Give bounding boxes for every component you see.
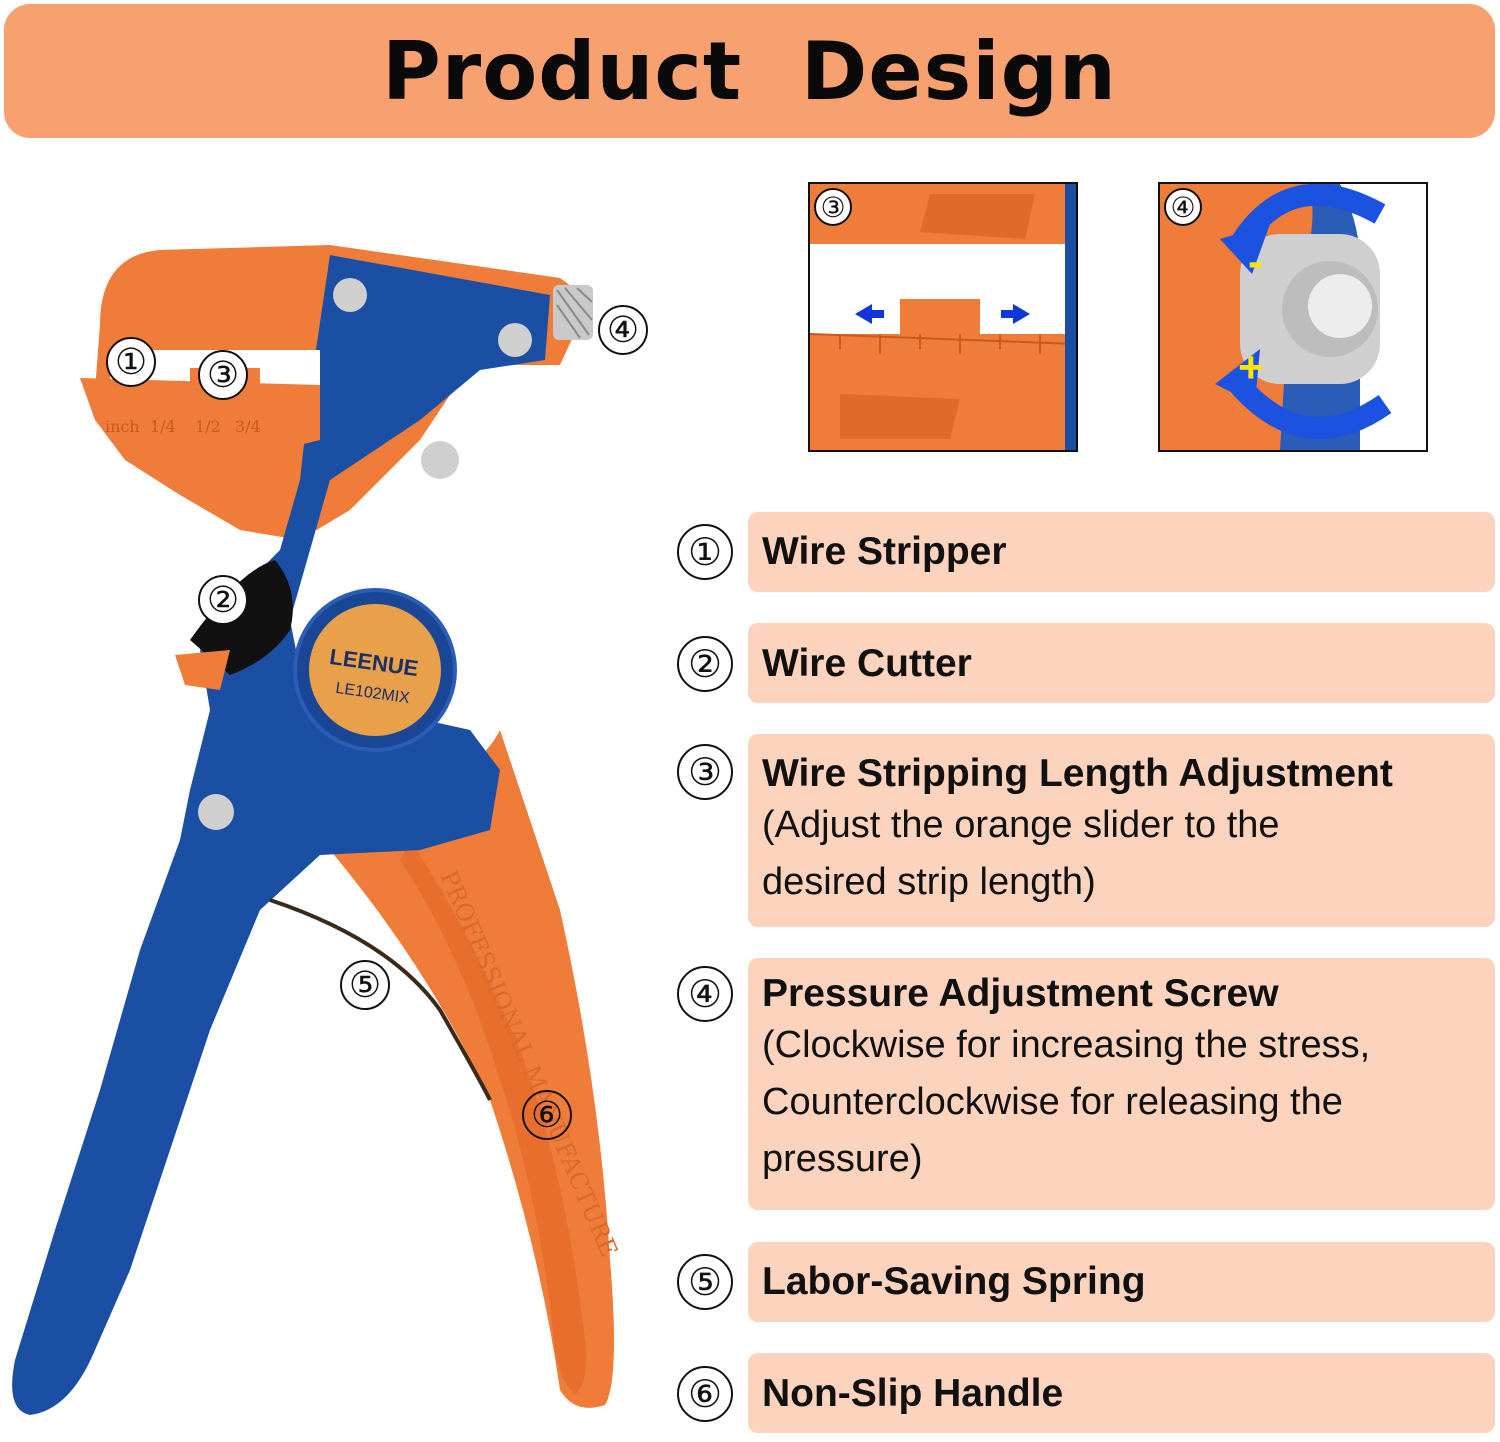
blue-body (12, 255, 550, 1415)
feature-title: Non-Slip Handle (762, 1372, 1064, 1415)
feature-spring: Labor-Saving Spring (748, 1242, 1495, 1322)
page-title: Product Design (382, 24, 1117, 118)
ruler-quarter-label: 1/4 (150, 417, 176, 436)
header-banner: Product Design (4, 4, 1495, 138)
inset-4-marker: ④ (1164, 188, 1202, 226)
spring (269, 898, 492, 1101)
marker-1: ① (106, 337, 156, 387)
inset-3-marker: ③ (814, 188, 852, 226)
feature-description-line-2: desired strip length) (762, 861, 1096, 903)
feature-title: Labor-Saving Spring (762, 1260, 1146, 1303)
brand-badge (309, 604, 441, 736)
plus-sign: + (1238, 343, 1264, 392)
feature-title: Wire Stripping Length Adjustment (762, 752, 1393, 795)
wire-stripper-drawing: inch 1/4 1/2 3/4 LEENUE LE102MIX PROFESS… (12, 245, 623, 1415)
minus-sign: - (1248, 237, 1263, 286)
marker-2: ② (198, 575, 248, 625)
feature-description-line-3: pressure) (762, 1138, 923, 1180)
feature-description-line-2: Counterclockwise for releasing the (762, 1081, 1343, 1123)
ruler-unit-label: inch (105, 417, 140, 436)
marker-5: ⑤ (340, 960, 390, 1010)
feature-title: Wire Stripper (762, 530, 1007, 573)
ruler-three-quarter-label: 3/4 (235, 417, 261, 436)
marker-4: ④ (598, 305, 648, 355)
inset-stripping-length: ③ (808, 182, 1078, 452)
feature-4-marker: ④ (677, 966, 733, 1022)
feature-2-marker: ② (677, 636, 733, 692)
feature-stripping-length: Wire Stripping Length Adjustment (Adjust… (748, 734, 1495, 927)
wire-stripper-illustration: inch 1/4 1/2 3/4 LEENUE LE102MIX PROFESS… (0, 150, 680, 1437)
feature-3-marker: ③ (677, 744, 733, 800)
feature-6-marker: ⑥ (677, 1366, 733, 1422)
marker-6: ⑥ (522, 1090, 572, 1140)
feature-title: Pressure Adjustment Screw (762, 972, 1279, 1015)
feature-1-marker: ① (677, 524, 733, 580)
feature-handle: Non-Slip Handle (748, 1353, 1495, 1433)
feature-description-line-1: (Adjust the orange slider to the (762, 804, 1280, 846)
ruler-jaw (80, 378, 320, 495)
rotation-arrow (1230, 184, 1386, 251)
feature-wire-cutter: Wire Cutter (748, 623, 1495, 703)
inset-pressure-screw: - + ④ (1158, 182, 1428, 452)
feature-title: Wire Cutter (762, 642, 972, 685)
ruler-half-label: 1/2 (195, 417, 221, 436)
feature-pressure-screw: Pressure Adjustment Screw (Clockwise for… (748, 958, 1495, 1210)
feature-wire-stripper: Wire Stripper (748, 512, 1495, 592)
feature-description-line-1: (Clockwise for increasing the stress, (762, 1024, 1371, 1066)
marker-3: ③ (198, 350, 248, 400)
cutter-blade (190, 560, 293, 675)
feature-5-marker: ⑤ (677, 1254, 733, 1310)
